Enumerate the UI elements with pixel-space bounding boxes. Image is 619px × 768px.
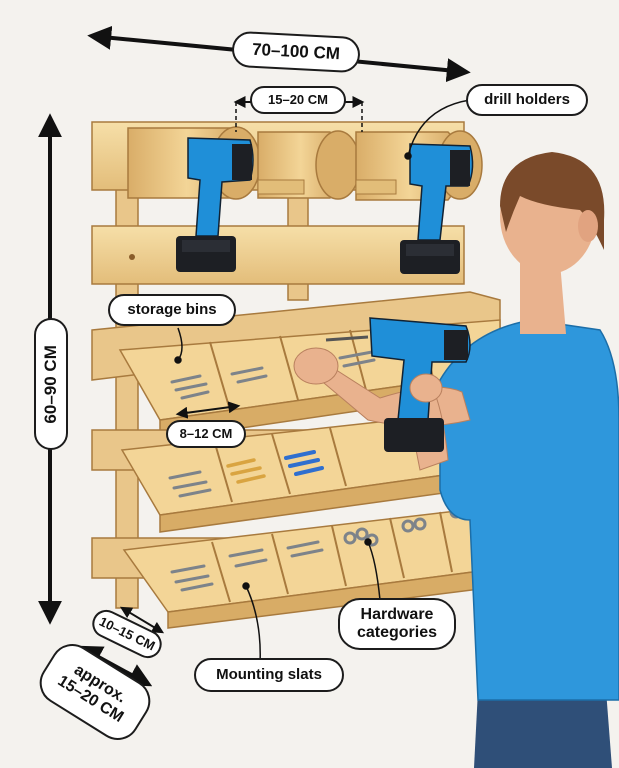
hardware-categories-label: Hardware categories: [338, 598, 456, 650]
height-label-text: 60–90 CM: [40, 344, 60, 424]
drill-holders-label: drill holders: [466, 84, 588, 116]
callout-leaders: [174, 99, 471, 665]
height-label: 60–90 CM: [34, 318, 68, 450]
overall-width-label: 70–100 CM: [231, 30, 361, 74]
holder-spacing-label: 15–20 CM: [250, 86, 346, 114]
hardware-screws-row3: [170, 540, 324, 592]
drill-in-hand: [325, 317, 471, 452]
hardware-anchors-blue: [284, 450, 324, 476]
drill-right: [400, 143, 474, 274]
bin-width-label: 8–12 CM: [166, 420, 246, 448]
hardware-label-line2: categories: [356, 624, 438, 641]
drill-left: [176, 137, 254, 272]
mounting-slats-label: Mounting slats: [194, 658, 344, 692]
storage-bins-label: storage bins: [108, 294, 236, 326]
person-figure: [293, 152, 619, 768]
hardware-screws-row1: [170, 350, 376, 400]
hardware-screws-row2: [168, 470, 212, 498]
hardware-label-line1: Hardware: [360, 606, 434, 624]
hardware-bolts-gold: [226, 458, 266, 484]
